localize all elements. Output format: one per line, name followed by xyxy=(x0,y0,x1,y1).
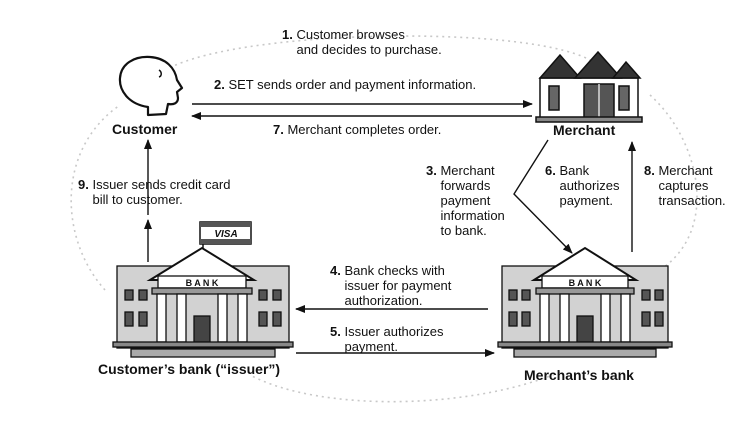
step-number: 1. xyxy=(282,27,293,42)
merchants-bank-icon: B A N K xyxy=(497,246,673,358)
step-text: Bank authorizes payment. xyxy=(559,163,620,208)
cycle-ring xyxy=(70,35,698,403)
step-text: Customer browses and decides to purchase… xyxy=(296,27,442,57)
step-text: Merchant forwards payment information to… xyxy=(440,163,505,238)
step-1-label: 1. Customer browses and decides to purch… xyxy=(282,27,442,57)
visa-card-label: VISA xyxy=(214,229,237,240)
step-number: 8. xyxy=(644,163,655,178)
step-text: Issuer authorizes payment. xyxy=(344,324,444,354)
step-6-label: 6. Bank authorizes payment. xyxy=(545,163,619,208)
customer-label: Customer xyxy=(112,121,178,137)
arrow-step-3 xyxy=(513,139,573,254)
merchants-bank-label: Merchant’s bank xyxy=(524,367,634,383)
customers-bank-sign: B A N K xyxy=(186,278,219,288)
step-number: 4. xyxy=(330,263,341,278)
step-number: 5. xyxy=(330,324,341,339)
step-number: 6. xyxy=(545,163,556,178)
customers-bank-icon: B A N K xyxy=(112,246,294,358)
customer-head-icon xyxy=(118,55,184,117)
step-number: 2. xyxy=(214,77,225,92)
step-text: Issuer sends credit card bill to custome… xyxy=(92,177,231,207)
merchant-label: Merchant xyxy=(553,122,616,138)
step-5-label: 5. Issuer authorizes payment. xyxy=(330,324,443,354)
step-7-label: 7. Merchant completes order. xyxy=(273,122,441,137)
step-text: SET sends order and payment information. xyxy=(228,77,477,92)
step-text: Merchant completes order. xyxy=(287,122,442,137)
step-3-label: 3. Merchant forwards payment information… xyxy=(426,163,505,238)
customers-bank-label: Customer’s bank (“issuer”) xyxy=(98,361,281,377)
step-number: 7. xyxy=(273,122,284,137)
merchant-store-icon xyxy=(535,50,643,123)
step-9-label: 9. Issuer sends credit card bill to cust… xyxy=(78,177,230,207)
step-text: Merchant captures transaction. xyxy=(658,163,726,208)
merchants-bank-sign: B A N K xyxy=(569,278,602,288)
step-number: 9. xyxy=(78,177,89,192)
step-8-label: 8. Merchant captures transaction. xyxy=(644,163,726,208)
visa-card-icon: VISA xyxy=(199,221,252,254)
step-2-label: 2. SET sends order and payment informati… xyxy=(214,77,476,92)
step-4-label: 4. Bank checks with issuer for payment a… xyxy=(330,263,451,308)
step-text: Bank checks with issuer for payment auth… xyxy=(344,263,452,308)
step-number: 3. xyxy=(426,163,437,178)
